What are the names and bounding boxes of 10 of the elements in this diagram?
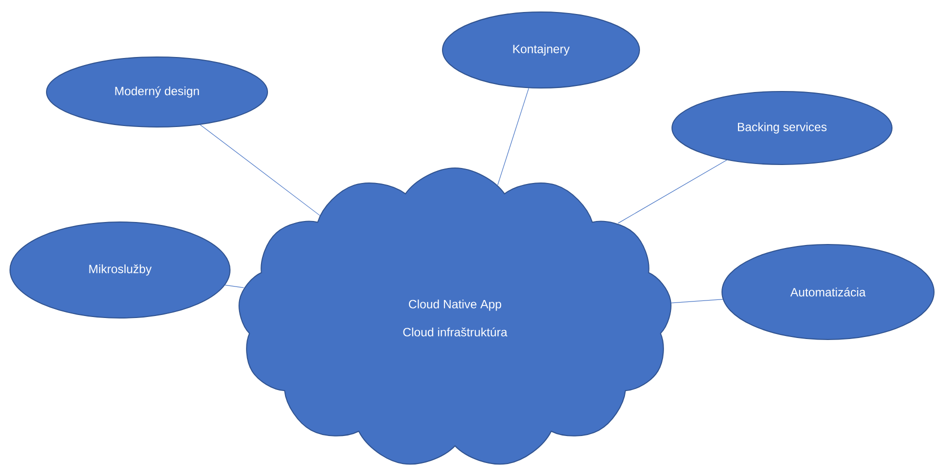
ellipse-node: Backing services (672, 91, 892, 165)
ellipse-node: Kontajnery (442, 12, 640, 88)
ellipse-node: Mikroslužby (10, 221, 230, 318)
connector-line (618, 160, 728, 224)
ellipse-node: Moderný design (46, 56, 268, 128)
connector-line (200, 124, 320, 216)
connector-line (224, 284, 244, 288)
connector-line (497, 88, 530, 186)
ellipse-node: Automatizácia (722, 244, 934, 340)
connector-line (671, 299, 724, 304)
